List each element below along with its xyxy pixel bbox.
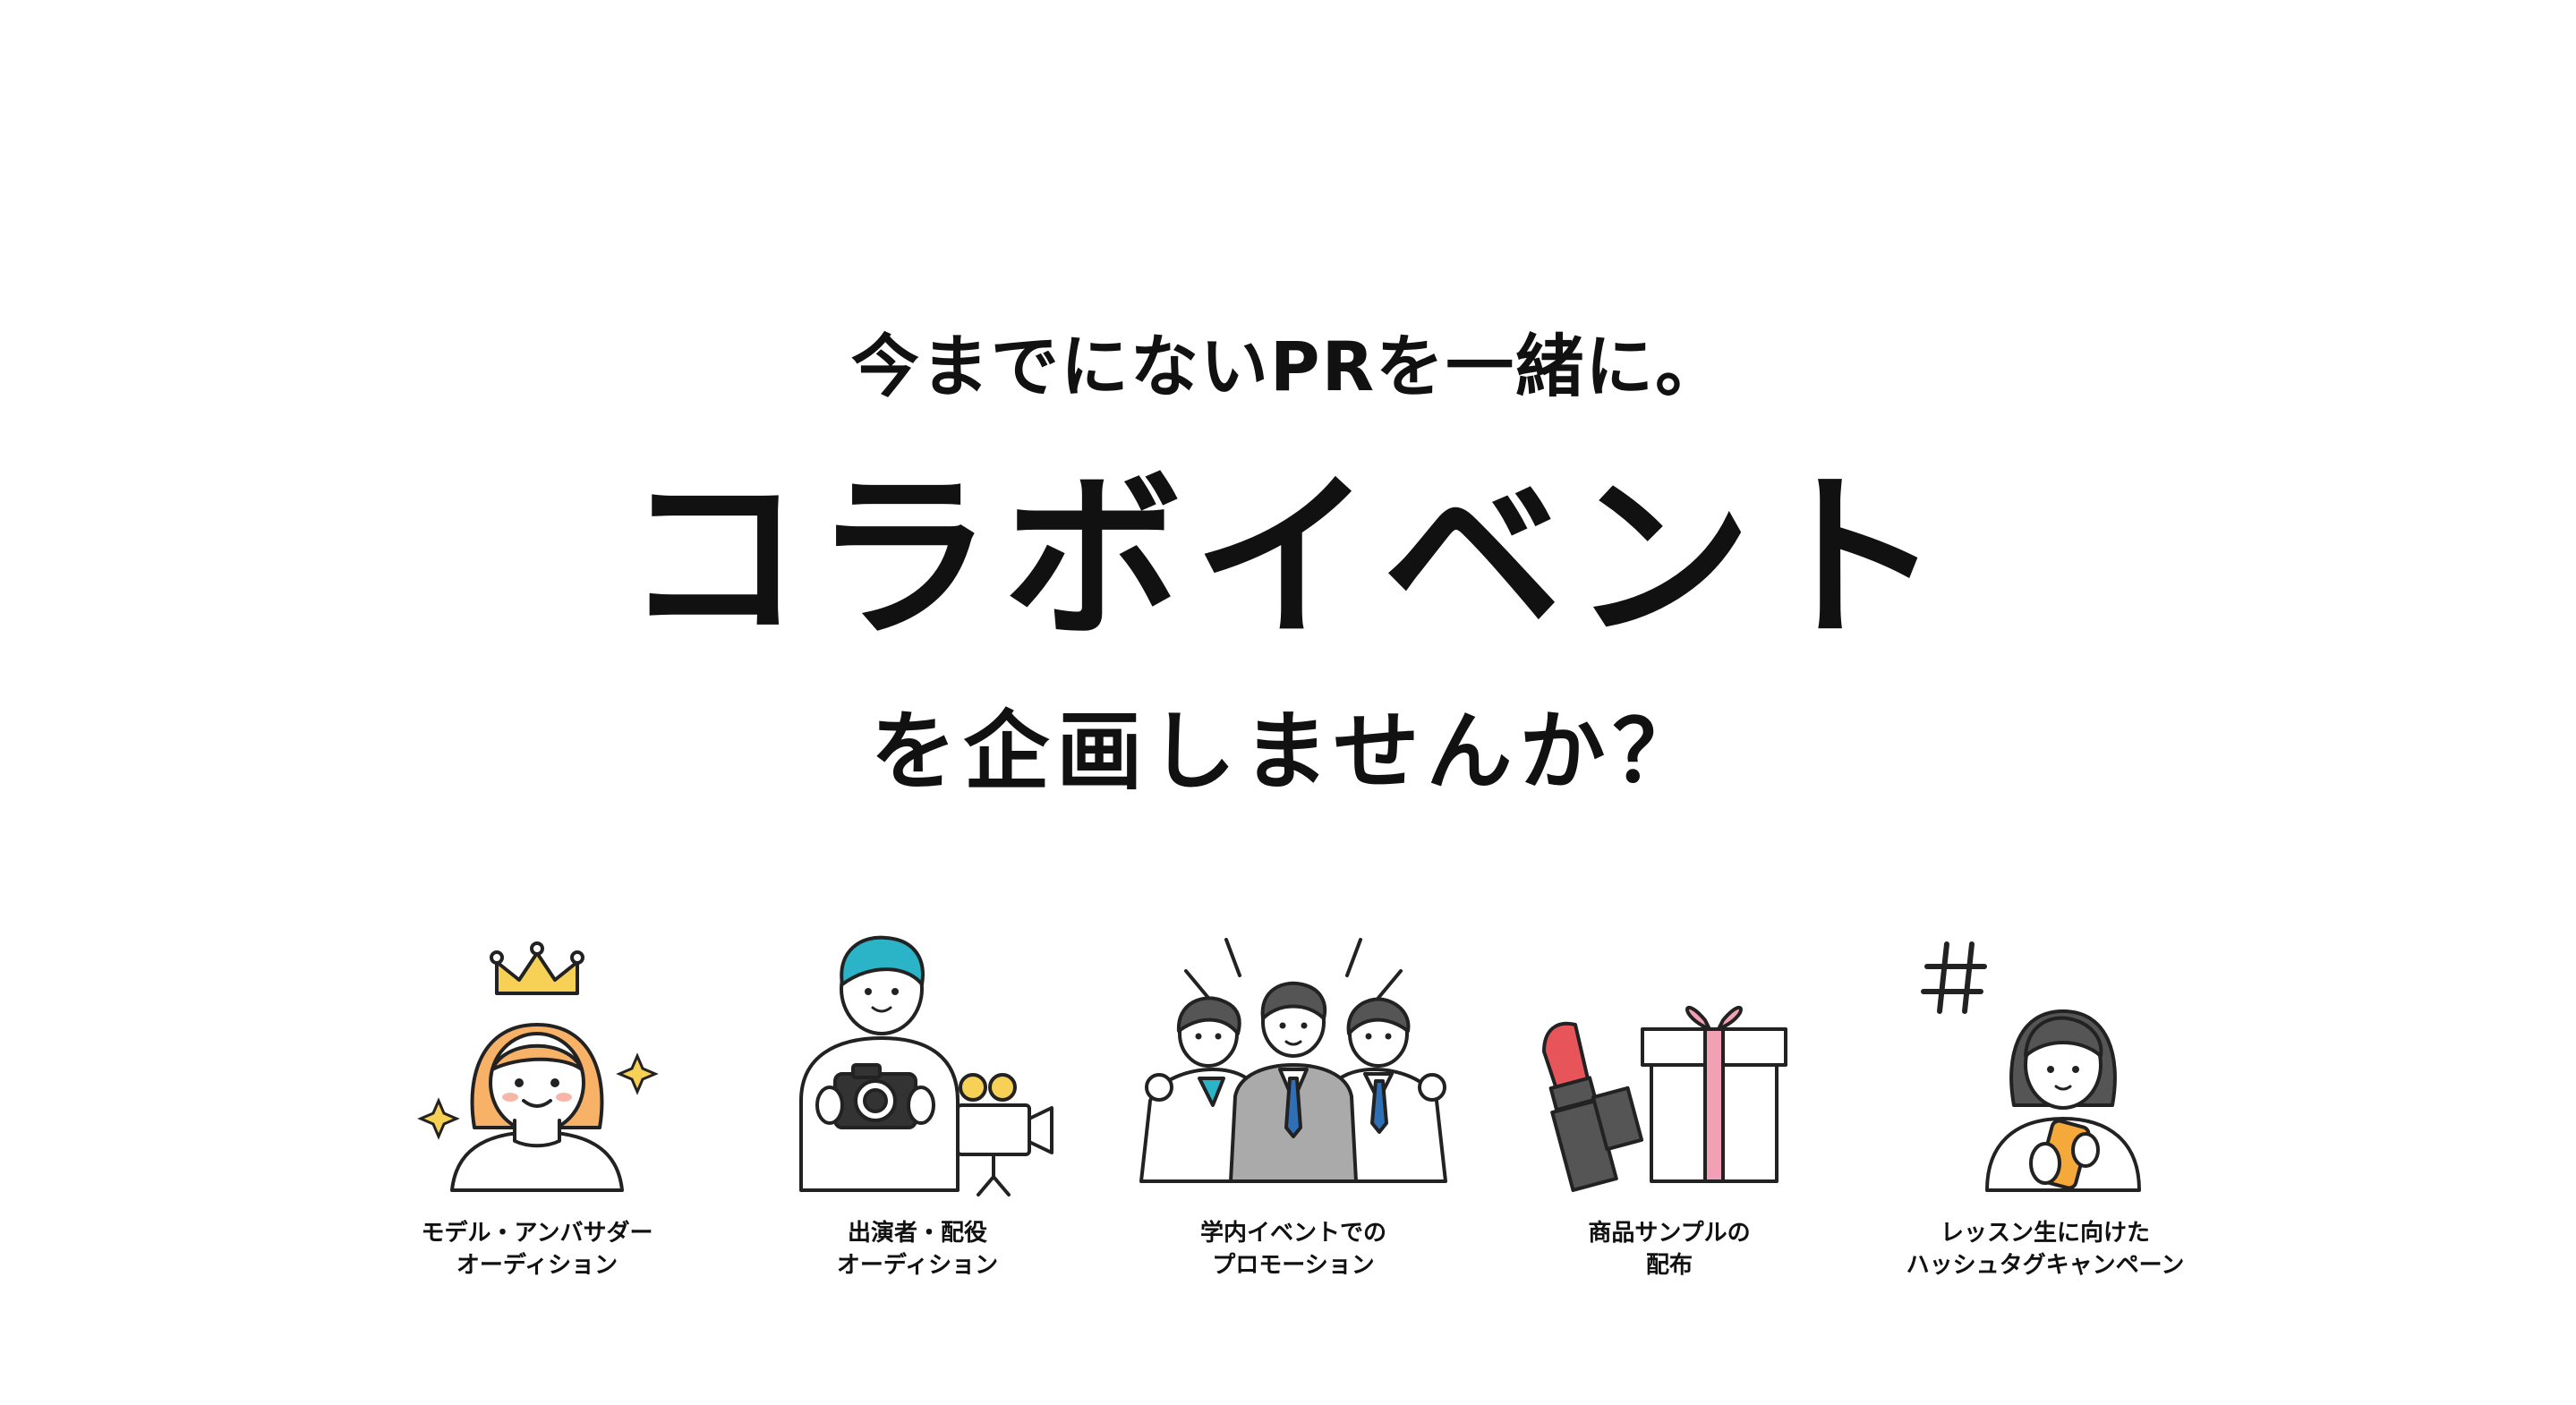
use-case-item: 商品サンプルの 配布: [1481, 904, 1857, 1316]
hero-subtitle: 今までにないPRを一緒に。: [850, 327, 1726, 406]
use-case-label: 学内イベントでの プロモーション: [1199, 1220, 1386, 1279]
use-case-label: レッスン生に向けた ハッシュタグキャンペーン: [1906, 1220, 2185, 1279]
hashtag-smartphone-icon: [1921, 941, 2141, 1192]
use-case-label: モデル・アンバサダー オーディション: [421, 1220, 653, 1279]
use-case-list: モデル・アンバサダー オーディション: [0, 904, 2576, 1316]
hero-title: コラボイベント: [623, 455, 1952, 663]
use-case-item: 出演者・配役 オーディション: [729, 904, 1105, 1316]
model-with-crown-icon: [417, 941, 659, 1192]
hero-tagline: を企画しませんか？: [870, 702, 1706, 802]
use-case-label: 商品サンプルの 配布: [1588, 1220, 1751, 1279]
use-case-item: モデル・アンバサダー オーディション: [349, 904, 725, 1316]
use-case-item: 学内イベントでの プロモーション: [1105, 904, 1481, 1316]
gift-and-lipstick-icon: [1542, 1005, 1787, 1192]
use-case-item: レッスン生に向けた ハッシュタグキャンペーン: [1857, 904, 2233, 1316]
photographer-with-camera-icon: [799, 935, 1053, 1196]
use-case-label: 出演者・配役 オーディション: [836, 1220, 999, 1279]
students-group-icon: [1139, 938, 1447, 1183]
